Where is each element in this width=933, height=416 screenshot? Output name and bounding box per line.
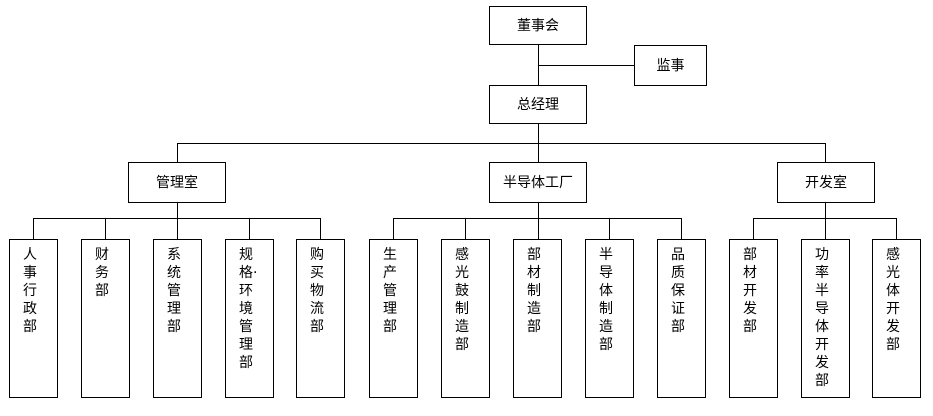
connector-div1-up [177,143,178,162]
connector-d3-3 [896,218,897,239]
department-node: 生产管理部 [369,239,418,398]
division-label: 管理室 [156,174,198,191]
board-label: 董事会 [517,17,559,34]
connector-d1-5 [320,218,321,239]
department-label: 财务部 [95,247,109,299]
connector-d3-1 [753,218,754,239]
connector-division-bar [177,143,826,144]
connector-div3-up [825,143,826,162]
department-label: 半导体制造部 [599,247,613,353]
connector-d2-3 [538,218,539,239]
department-label: 人事行政部 [23,247,37,335]
connector-d2-4 [609,218,610,239]
connector-div1-down [177,202,178,218]
connector-div2-down [538,202,539,218]
department-label: 品质保证部 [671,247,685,335]
department-node: 感光体开发部 [872,239,921,398]
department-label: 感光体开发部 [886,247,900,353]
department-node: 系统管理部 [153,239,202,398]
connector-d2-5 [681,218,682,239]
gm-label: 总经理 [517,96,559,113]
connector-gm-down [538,123,539,143]
department-node: 财务部 [81,239,130,398]
gm-node: 总经理 [489,85,587,124]
department-label: 系统管理部 [167,247,181,335]
connector-d1-2 [105,218,106,239]
department-node: 感光鼓制造部 [441,239,490,398]
department-node: 规格·环境管理部 [225,239,274,398]
department-node: 功率半导体开发部 [801,239,850,398]
division-node: 半导体工厂 [489,162,587,203]
department-label: 部材开发部 [743,247,757,335]
connector-div2-up [538,143,539,162]
connector-d1-4 [249,218,250,239]
department-label: 购买物流部 [310,247,324,335]
connector-d3-2 [825,218,826,239]
connector-supervisor [538,65,634,66]
department-label: 感光鼓制造部 [455,247,469,353]
supervisor-node: 监事 [634,45,707,86]
department-label: 功率半导体开发部 [815,247,829,389]
connector-d2-2 [465,218,466,239]
department-node: 部材制造部 [513,239,562,398]
connector-div3-down [825,202,826,218]
division-node: 开发室 [777,162,875,203]
connector-d1-1 [33,218,34,239]
division-label: 开发室 [805,174,847,191]
connector-d2-1 [393,218,394,239]
department-node: 购买物流部 [296,239,345,398]
department-node: 品质保证部 [657,239,706,398]
department-label: 部材制造部 [527,247,541,335]
connector-d1-3 [177,218,178,239]
connector-div2-bar [393,218,682,219]
department-label: 规格·环境管理部 [239,247,258,371]
board-node: 董事会 [489,6,587,45]
department-node: 部材开发部 [729,239,778,398]
department-label: 生产管理部 [383,247,397,335]
supervisor-label: 监事 [656,57,685,74]
department-node: 半导体制造部 [585,239,634,398]
department-node: 人事行政部 [9,239,58,398]
division-label: 半导体工厂 [503,174,573,191]
division-node: 管理室 [128,162,226,203]
